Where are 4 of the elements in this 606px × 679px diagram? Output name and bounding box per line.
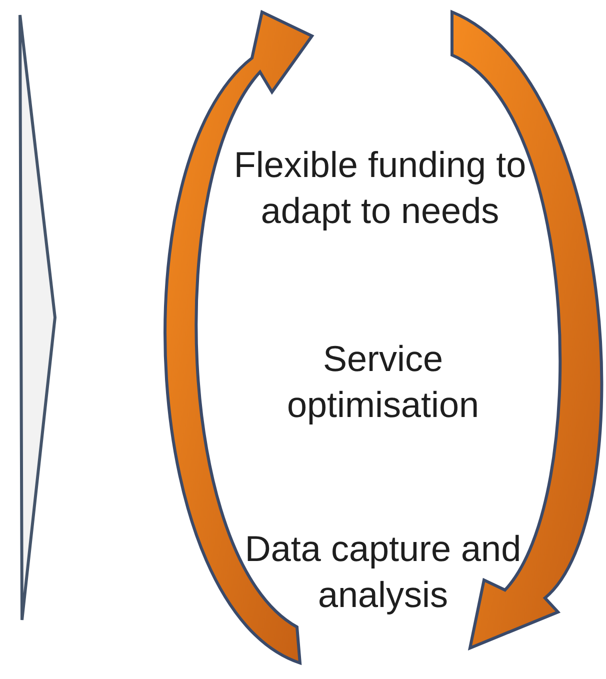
cycle-step-text: Service optimisation [286,337,480,427]
cycle-step-text: Flexible funding to adapt to needs [232,143,528,233]
cycle-step-text: Data capture and analysis [244,527,522,617]
triangle-shape [18,14,56,622]
